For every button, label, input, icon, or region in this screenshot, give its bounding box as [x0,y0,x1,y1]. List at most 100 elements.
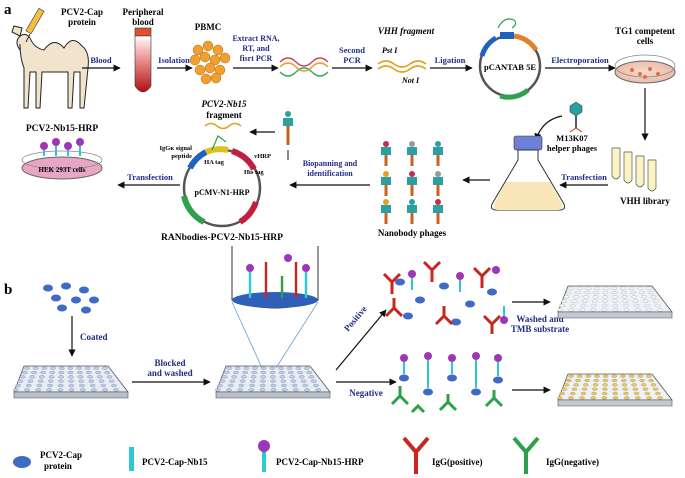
arrow-positive-label: Positive [342,304,369,333]
plate-well [579,308,585,312]
plate-well [102,388,108,392]
plate-well [280,379,286,383]
plate-well [24,366,30,370]
arrow-extract-label-2: RT, and [242,44,270,53]
plate-well [281,383,287,388]
plate-well [611,286,618,290]
plate-well [594,286,600,290]
negative-binding-cluster [390,352,504,414]
plate-well [24,388,30,392]
plate-well [652,387,659,391]
plate-well [612,303,619,308]
arrow-extract-label-1: Extract RNA, [232,34,279,43]
plate-well [88,379,95,383]
washed-label-2: TMB substrate [511,324,569,334]
plate-well [252,366,258,370]
plate-well [288,370,294,375]
plate-well [251,370,258,375]
antigen-label: PCV2-Cap [61,7,103,17]
plate-well [68,375,74,379]
plate-well [646,396,652,400]
plate-well [270,379,276,383]
plate-well [86,370,92,375]
arrow-electroporation-label: Electroporation [551,55,609,65]
plate-well [250,379,256,383]
plate-well [68,383,75,388]
plate-well [291,383,298,388]
plate-well [612,391,619,396]
plate-well [612,299,618,303]
plate-well [593,378,600,383]
plate-well [278,370,285,375]
legend-igg-positive-swatch [402,436,430,474]
plate-well [226,366,232,370]
plate-well [611,378,618,383]
plate-well [238,383,245,388]
plate-well [612,396,619,400]
hrp-title-label: PCV2-Nb15-HRP [26,124,98,134]
plate-well [628,286,635,290]
arrow-isolation-label: Isolation [158,55,190,65]
plate-well [297,370,303,375]
arrow-second-pcr-label-2: PCR [343,55,361,65]
plate-well [623,396,630,400]
plate-well [611,290,618,295]
plate-well [302,383,309,388]
plate-well [632,299,639,303]
plate-well [563,295,570,299]
plate-well [591,303,597,308]
plate-well [642,299,649,303]
plate-well [237,388,243,392]
plate-well [304,366,310,370]
plate-well [243,366,250,370]
plate-well [113,388,119,392]
plate-well [590,396,597,400]
plate-well [622,299,628,303]
plate-well [93,366,100,370]
plate-well [602,383,608,387]
plate-well [602,299,608,303]
plate-well [231,375,237,379]
plate-well [601,391,608,396]
plate-well [100,383,107,388]
panel-b-label: b [4,282,12,298]
plate-well [571,387,578,391]
plate-well [97,375,103,379]
plate-well [561,387,568,391]
plate-well [571,299,578,303]
plate-well [106,375,113,379]
syringe-icon [25,7,45,43]
vhh-fragment-label: VHH fragment [378,26,435,36]
plate-well [648,290,654,295]
plate-well [657,308,663,312]
plate-well [568,286,574,290]
plate-well [50,366,56,370]
arrow-biopanning-label-1: Biopanning and [303,159,358,168]
his-tag-label: His tag [244,169,264,176]
plate-well [575,290,581,295]
plate-well [84,366,91,370]
plate-well [31,370,37,375]
plate-well [270,383,277,388]
plate-well [278,366,284,370]
camel-illustration [11,25,89,109]
plate-well [241,375,247,379]
plate-well [260,370,267,375]
plate-well [78,379,84,383]
plate-well [593,290,600,295]
arrow-transfection-left-label: Transfection [127,172,173,182]
plate-well [300,379,307,383]
plate-well [308,375,315,379]
plate-well [102,366,108,370]
pcmv-plasmid-icon [181,135,262,228]
plate-well [215,388,221,392]
plate-well [633,303,640,308]
nanobody-phages-label: Nanobody phages [378,228,447,238]
dna-helix-icon [279,57,329,77]
plate-well [293,388,299,392]
pbmc-label: PBMC [195,22,222,32]
plate-well [559,391,565,396]
plate-well [584,290,590,295]
cap-protein-dots [43,282,99,314]
